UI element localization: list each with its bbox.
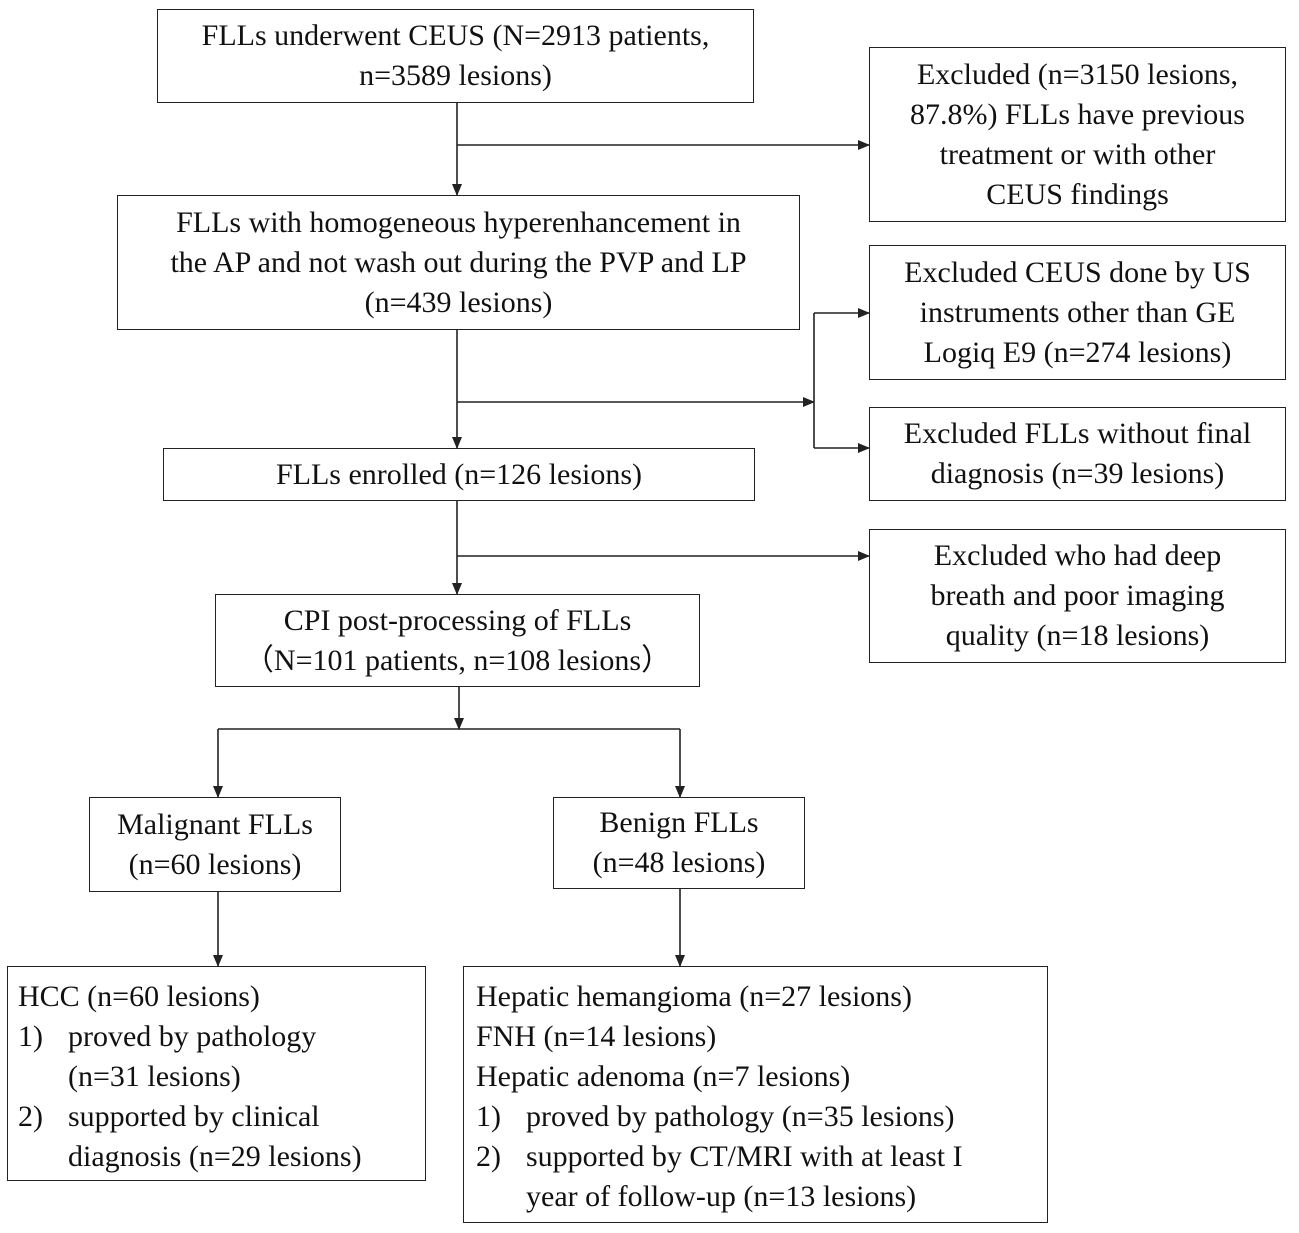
benign-item-1: 1) proved by pathology (n=35 lesions) [476,1097,1047,1137]
hcc-item-1: 1) proved by pathology (n=31 lesions) [18,1017,425,1097]
item-line: diagnosis (n=29 lesions) [68,1140,362,1173]
excluded-no-final-diagnosis-box: Excluded FLLs without final diagnosis (n… [869,407,1286,501]
hcc-item-2: 2) supported by clinical diagnosis (n=29… [18,1097,425,1177]
box-line: Benign FLLs [599,806,759,839]
box-line: FLLs enrolled (n=126 lesions) [275,457,643,491]
item-line: proved by pathology (n=35 lesions) [526,1100,955,1133]
item-line: (n=31 lesions) [68,1060,241,1093]
hcc-detail-box: HCC (n=60 lesions) 1) proved by patholog… [7,966,426,1181]
box-line: Excluded FLLs without final [903,417,1252,450]
excluded-previous-treatment-box: Excluded (n=3150 lesions, 87.8%) FLLs ha… [869,47,1286,222]
item-number: 2) [18,1100,43,1133]
fll-enrolled-box: FLLs enrolled (n=126 lesions) [163,448,755,501]
box-line: (n=439 lesions) [364,285,553,319]
box-line: treatment or with other [939,137,1216,171]
box-line: （N=101 patients, n=108 lesions） [243,643,672,677]
box-line: 87.8%) FLLs have previous [910,97,1245,131]
box-line: instruments other than GE [919,295,1236,329]
homogeneous-hyperenhancement-box: FLLs with homogeneous hyperenhancement i… [117,195,800,330]
benign-flls-box: Benign FLLs (n=48 lesions) [553,797,805,889]
box-line: Excluded (n=3150 lesions, [916,57,1239,91]
item-line: supported by clinical [68,1100,320,1133]
box-line: CEUS findings [986,177,1169,211]
benign-line: Hepatic adenoma (n=7 lesions) [476,1060,851,1093]
ceus-total-box: FLLs underwent CEUS (N=2913 patients, n=… [157,9,754,103]
box-line: Excluded who had deep [933,539,1222,572]
item-number: 1) [476,1100,501,1133]
box-line: (n=48 lesions) [592,846,766,879]
excluded-deep-breath-box: Excluded who had deep breath and poor im… [869,529,1286,663]
item-line: supported by CT/MRI with at least I [526,1140,963,1173]
item-number: 2) [476,1140,501,1173]
benign-line: FNH (n=14 lesions) [476,1020,717,1053]
box-line: n=3589 lesions) [359,59,552,92]
excluded-us-instruments-box: Excluded CEUS done by US instruments oth… [869,245,1286,380]
hcc-title: HCC (n=60 lesions) [18,980,260,1013]
box-line: Excluded CEUS done by US [904,255,1251,289]
item-number: 1) [18,1020,43,1053]
box-line: quality (n=18 lesions) [945,619,1210,652]
benign-detail-box: Hepatic hemangioma (n=27 lesions) FNH (n… [463,966,1048,1223]
box-line: (n=60 lesions) [128,847,302,881]
cpi-post-processing-box: CPI post-processing of FLLs （N=101 patie… [215,594,700,687]
box-line: diagnosis (n=39 lesions) [930,457,1225,490]
item-line: year of follow-up (n=13 lesions) [526,1180,917,1213]
malignant-flls-box: Malignant FLLs (n=60 lesions) [89,797,341,892]
box-line: FLLs underwent CEUS (N=2913 patients, [201,19,710,52]
benign-item-2: 2) supported by CT/MRI with at least I y… [476,1137,1047,1217]
box-line: Logiq E9 (n=274 lesions) [923,335,1232,369]
box-line: breath and poor imaging [930,579,1225,612]
box-line: Malignant FLLs [117,807,313,841]
item-line: proved by pathology [68,1020,317,1053]
benign-line: Hepatic hemangioma (n=27 lesions) [476,980,912,1013]
box-line: the AP and not wash out during the PVP a… [170,245,747,279]
box-line: CPI post-processing of FLLs [283,603,632,637]
box-line: FLLs with homogeneous hyperenhancement i… [176,205,741,239]
